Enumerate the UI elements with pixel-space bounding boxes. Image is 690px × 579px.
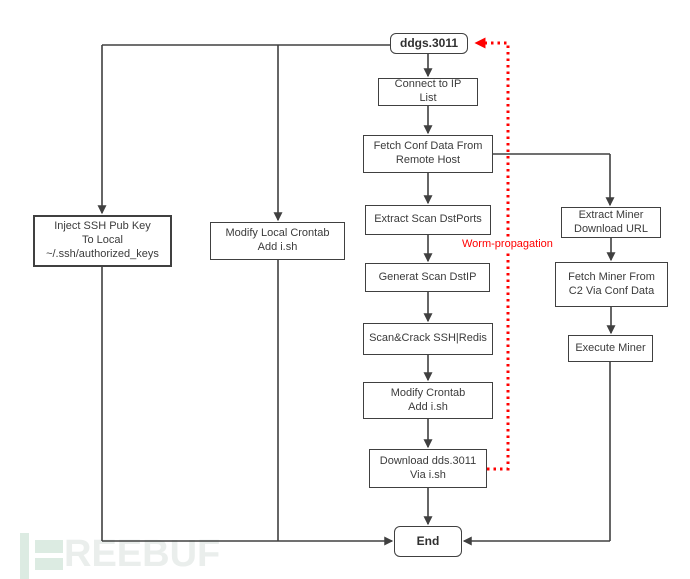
node-generat-scan-dstip: Generat Scan DstIP [365, 263, 490, 292]
node-connect-to-ip-list: Connect to IP List [378, 78, 478, 106]
node-fetch-miner-from-c2: Fetch Miner From C2 Via Conf Data [555, 262, 668, 307]
node-extract-miner-url: Extract Miner Download URL [561, 207, 661, 238]
node-inject-ssh-pub-key: Inject SSH Pub Key To Local ~/.ssh/autho… [33, 215, 172, 267]
freebuf-logo-icon [35, 540, 63, 553]
node-modify-crontab: Modify Crontab Add i.sh [363, 382, 493, 419]
freebuf-watermark-text: REEBUF [64, 533, 221, 575]
node-scan-crack-ssh-redis: Scan&Crack SSH|Redis [363, 323, 493, 355]
node-ddgs-3011: ddgs.3011 [390, 33, 468, 54]
node-fetch-conf-data: Fetch Conf Data From Remote Host [363, 135, 493, 173]
worm-propagation-label: Worm-propagation [460, 238, 555, 250]
node-modify-local-crontab: Modify Local Crontab Add i.sh [210, 222, 345, 260]
black-flow-lines [97, 44, 616, 546]
node-download-dds-3011: Download dds.3011 Via i.sh [369, 449, 487, 488]
node-extract-scan-dstports: Extract Scan DstPorts [365, 205, 491, 235]
node-end: End [394, 526, 462, 557]
node-execute-miner: Execute Miner [568, 335, 653, 362]
freebuf-logo-icon [20, 533, 29, 579]
freebuf-logo-icon [35, 558, 63, 570]
